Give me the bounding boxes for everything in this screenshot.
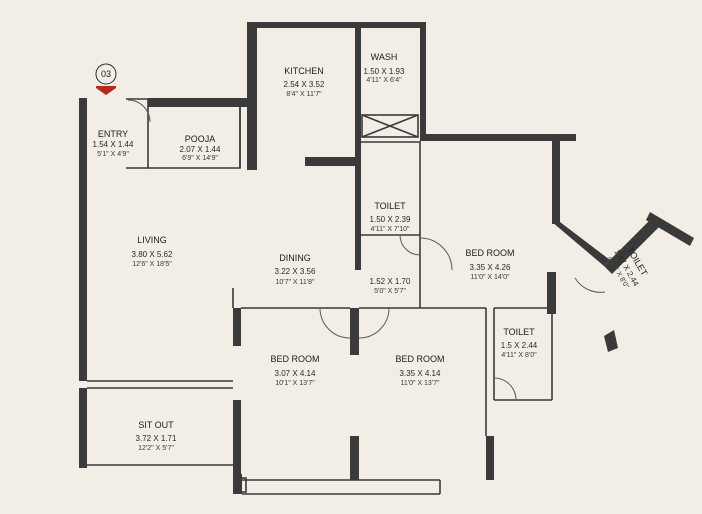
room-dim-ft-pooja: 6'9" X 14'9" (182, 155, 218, 162)
marker-arrow-icon (96, 88, 116, 95)
room-dim-ft-bed-2: 10'1" X 13'7" (275, 380, 315, 387)
thin-walls (87, 98, 553, 495)
room-dim-m-living: 3.80 X 5.62 (132, 250, 173, 259)
room-name-bed-1: BED ROOM (465, 248, 514, 258)
room-name-dining: DINING (279, 253, 311, 263)
doors (127, 99, 606, 401)
room-dim-ft-bed-3: 11'0" X 13'7" (400, 380, 440, 387)
walls (79, 22, 694, 494)
room-labels: ENTRY 1.54 X 1.44 5'1" X 4'9" POOJA 2.07… (93, 52, 650, 452)
room-dim-ft-toilet-3: 4'11" X 8'0" (501, 352, 537, 359)
room-dim-m-bed-1: 3.35 X 4.26 (470, 263, 511, 272)
room-dim-m-bed-3: 3.35 X 4.14 (400, 369, 441, 378)
room-name-toilet-3: TOILET (503, 327, 535, 337)
room-dim-m-passage: 1.52 X 1.70 (370, 277, 411, 286)
room-dim-m-sitout: 3.72 X 1.71 (136, 434, 177, 443)
room-dim-m-entry: 1.54 X 1.44 (93, 140, 134, 149)
room-dim-ft-sitout: 12'2" X 5'7" (138, 445, 174, 452)
room-name-entry: ENTRY (98, 129, 128, 139)
room-dim-ft-living: 12'6" X 18'5" (132, 261, 172, 268)
room-name-wash: WASH (371, 52, 398, 62)
room-dim-m-toilet-1: 1.50 X 2.39 (370, 215, 411, 224)
room-dim-ft-bed-1: 11'0" X 14'0" (470, 274, 510, 281)
room-name-sitout: SIT OUT (138, 420, 174, 430)
room-dim-ft-passage: 5'0" X 5'7" (374, 288, 406, 295)
room-dim-ft-wash: 4'11" X 6'4" (366, 77, 402, 84)
room-dim-m-dining: 3.22 X 3.56 (275, 267, 316, 276)
room-dim-m-kitchen: 2.54 X 3.52 (284, 80, 325, 89)
room-name-toilet-1: TOILET (374, 201, 406, 211)
room-dim-m-pooja: 2.07 X 1.44 (180, 145, 221, 154)
room-name-pooja: POOJA (185, 134, 216, 144)
marker-number: 03 (101, 69, 111, 79)
room-name-living: LIVING (137, 235, 167, 245)
room-dim-ft-dining: 10'7" X 11'8" (275, 279, 315, 286)
room-name-bed-2: BED ROOM (270, 354, 319, 364)
room-dim-ft-toilet-1: 4'11" X 7'10" (370, 226, 410, 233)
room-dim-ft-kitchen: 8'4" X 11'7" (286, 91, 322, 98)
room-dim-m-wash: 1.50 X 1.93 (364, 67, 405, 76)
room-dim-m-bed-2: 3.07 X 4.14 (275, 369, 316, 378)
room-name-kitchen: KITCHEN (284, 66, 324, 76)
room-dim-m-toilet-3: 1.5 X 2.44 (501, 341, 538, 350)
view-marker: 03 (95, 63, 117, 95)
room-name-bed-3: BED ROOM (395, 354, 444, 364)
room-dim-ft-entry: 5'1" X 4'9" (97, 151, 129, 158)
